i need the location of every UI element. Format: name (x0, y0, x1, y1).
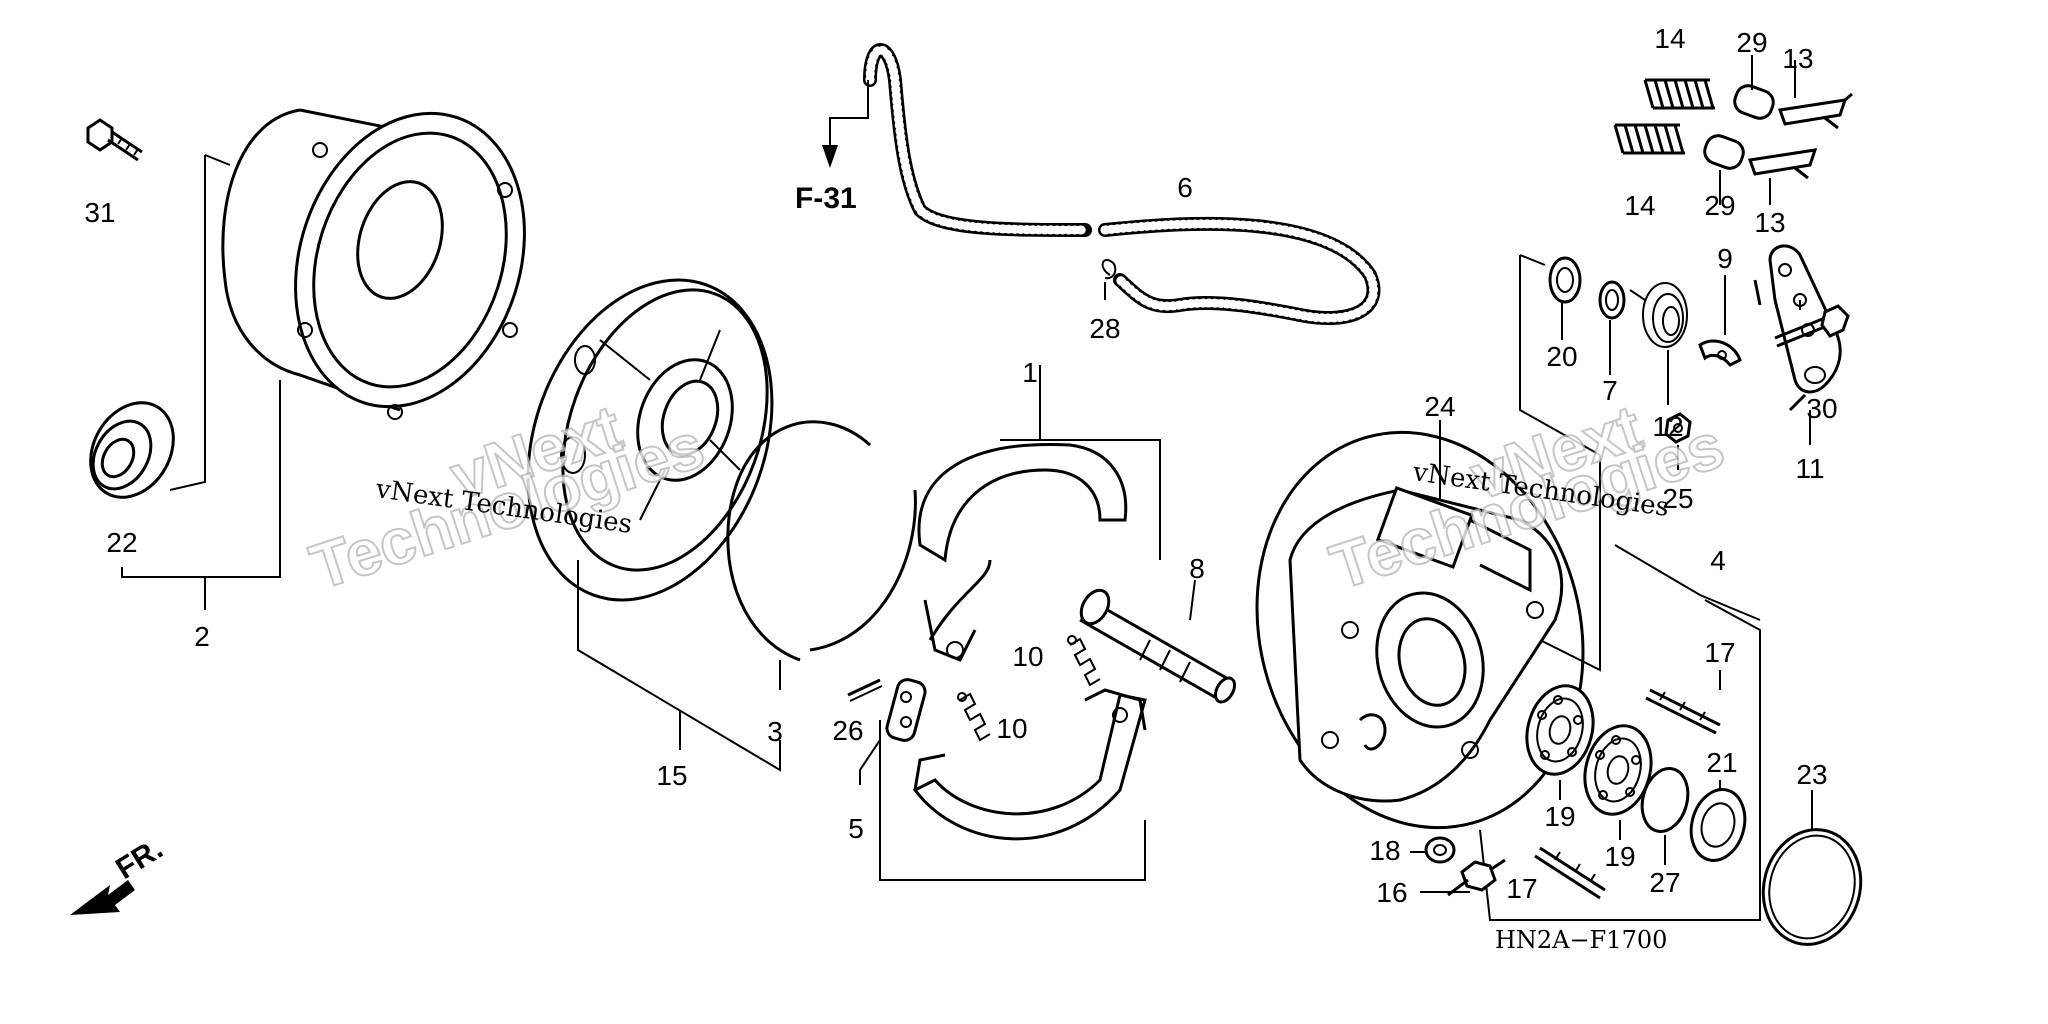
bracket-4-lines (1479, 254, 1761, 921)
callout-6: 6 (1177, 172, 1193, 203)
callout-9: 9 (1717, 243, 1733, 274)
callout-18: 18 (1369, 835, 1400, 866)
collar-29b-part (1703, 134, 1745, 205)
bracket-2-lines (121, 154, 281, 610)
cotter-pin-26-part (847, 678, 883, 702)
callout-24: 24 (1424, 391, 1455, 422)
bolt-16-part (1420, 858, 1506, 897)
spring-14b-part (1613, 123, 1685, 155)
callout-14a: 14 (1654, 23, 1685, 54)
brake-drum-hub-part (526, 278, 774, 602)
callout-19b: 19 (1604, 841, 1635, 872)
nut-25-part (1664, 412, 1692, 470)
callout-8: 8 (1189, 553, 1205, 584)
bearing-19b-part (1583, 724, 1653, 840)
callout-4: 4 (1710, 545, 1726, 576)
stud-17a-part (1645, 670, 1721, 735)
callout-11: 11 (1795, 453, 1824, 484)
callout-10a: 10 (1012, 641, 1043, 672)
diagram-code: HN2A−F1700 (1495, 926, 1667, 954)
callout-10b: 10 (996, 713, 1027, 744)
callout-14b: 14 (1624, 190, 1655, 221)
washer-18-part (1410, 836, 1456, 864)
bracket-15-lines (577, 560, 781, 772)
callout-21: 21 (1706, 747, 1737, 778)
callout-12: 12 (1652, 411, 1683, 442)
pin-13a-part (1777, 60, 1853, 130)
callout-13b: 13 (1754, 207, 1785, 238)
stud-17b-part (1534, 846, 1606, 900)
brake-shoe-upper-part (917, 442, 1128, 662)
seal-20-part (1548, 256, 1582, 340)
circlip-27-part (1640, 767, 1690, 865)
callout-30: 30 (1806, 393, 1837, 424)
callout-5: 5 (848, 813, 864, 844)
spring-10b-part (957, 692, 991, 742)
front-direction-arrow (70, 880, 135, 915)
callout-20: 20 (1546, 341, 1577, 372)
callout-25: 25 (1662, 483, 1693, 514)
callout-31: 31 (84, 197, 115, 228)
ref-page-label: F-31 (795, 182, 857, 215)
callout-15: 15 (656, 760, 687, 791)
brake-panel-part (1255, 420, 1585, 830)
callout-22: 22 (106, 527, 137, 558)
breather-hose-6-part (822, 43, 1381, 325)
bearing-19a-part (1525, 684, 1595, 800)
shoe-plate-5-part (859, 678, 927, 785)
callout-3: 3 (767, 716, 783, 747)
collar-29a-part (1733, 55, 1775, 120)
snap-ring-3-part (726, 420, 917, 690)
bolt-30-part (1774, 300, 1850, 348)
callout-29a: 29 (1736, 27, 1767, 58)
callout-13a: 13 (1782, 43, 1813, 74)
callout-26: 26 (832, 715, 863, 746)
brake-camshaft-8-part (1079, 579, 1236, 704)
oil-seal-22-part (89, 401, 175, 499)
callout-23: 23 (1796, 759, 1827, 790)
o-ring-23-part (1761, 790, 1863, 946)
bracket-1-lines (879, 365, 1161, 881)
callout-16: 16 (1376, 877, 1407, 908)
spring-10a-part (1067, 635, 1101, 687)
spring-14a-part (1643, 78, 1715, 110)
bolt-31-part (86, 118, 143, 162)
hose-clip-28-part (1101, 259, 1117, 300)
brake-drum-cover-part (221, 108, 526, 420)
washer-7-part (1598, 280, 1626, 375)
brake-shoe-lower-part (912, 688, 1147, 841)
wear-indicator-9-part (1698, 275, 1742, 367)
return-spring-12-part (1629, 282, 1688, 405)
pin-13b-part (1747, 148, 1818, 205)
callout-1: 1 (1022, 357, 1038, 388)
callout-7: 7 (1602, 375, 1618, 406)
callout-17b: 17 (1506, 873, 1537, 904)
callout-2: 2 (194, 621, 210, 652)
callout-17a: 17 (1704, 637, 1735, 668)
front-label: FR. (110, 832, 168, 886)
callout-27: 27 (1649, 867, 1680, 898)
oil-seal-21-part (1689, 780, 1747, 862)
callout-19a: 19 (1544, 801, 1575, 832)
callout-29b: 29 (1704, 190, 1735, 221)
callout-28: 28 (1089, 313, 1120, 344)
